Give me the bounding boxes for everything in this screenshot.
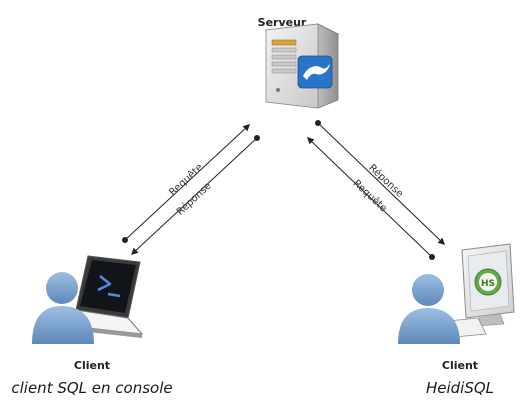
left-client-node: Client client SQL en console (11, 255, 173, 397)
server-node: Serveur (258, 16, 340, 109)
right-link: Réponse Requête (306, 120, 446, 260)
left-link: Requête Réponse (122, 124, 260, 255)
left-request-arrow (124, 124, 251, 241)
monitor-icon: HS (437, 243, 515, 339)
right-client-label: Client (442, 359, 478, 372)
right-client-caption: HeidiSQL (426, 379, 494, 397)
database-icon (297, 55, 333, 89)
person-icon (32, 272, 94, 344)
right-request-arrow (306, 137, 433, 258)
right-request-origin-dot (429, 254, 435, 260)
left-response-arrow (130, 137, 258, 255)
left-client-caption: client SQL en console (11, 379, 172, 397)
heidisql-logo-text: HS (481, 279, 495, 289)
left-response-origin-dot (254, 135, 260, 141)
server-icon (264, 23, 340, 109)
right-client-node: HS Client HeidiSQL (398, 243, 515, 397)
right-response-arrow (317, 122, 446, 245)
terminal-prompt-icon (97, 275, 121, 298)
person-icon (398, 274, 460, 344)
left-client-label: Client (74, 359, 110, 372)
left-request-origin-dot (122, 237, 128, 243)
laptop-icon (74, 255, 144, 338)
right-response-origin-dot (315, 120, 321, 126)
server-label: Serveur (258, 16, 307, 29)
heidisql-logo-icon: HS (474, 268, 502, 296)
